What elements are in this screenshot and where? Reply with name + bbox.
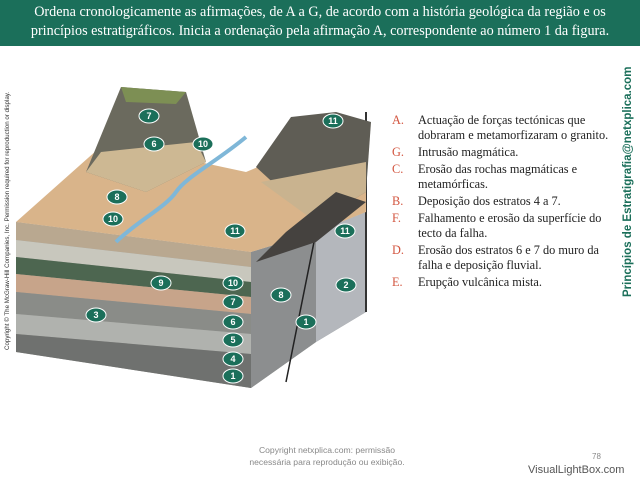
statement-letter: D. — [392, 243, 404, 257]
statement-text: Erosão das rochas magmáticas e metamórfi… — [418, 162, 578, 191]
svg-text:3: 3 — [93, 310, 98, 320]
svg-text:11: 11 — [230, 226, 240, 236]
svg-text:6: 6 — [151, 139, 156, 149]
svg-text:2: 2 — [343, 280, 348, 290]
label-8-right: 8 — [270, 287, 292, 303]
side-copyright: Copyright © The McGraw-Hill Companies, I… — [4, 91, 11, 350]
lava-flow — [256, 192, 366, 262]
river — [114, 135, 248, 244]
label-2-right: 2 — [335, 277, 357, 293]
label-6-top: 6 — [143, 136, 165, 152]
statement-text: Intrusão magmática. — [418, 145, 519, 159]
header-banner: Ordena cronologicamente as afirmações, d… — [0, 0, 640, 46]
svg-text:10: 10 — [228, 278, 238, 288]
footer-line-2: necessária para reprodução ou exibição. — [249, 457, 405, 467]
statement-letter: G. — [392, 145, 404, 159]
svg-text:7: 7 — [230, 297, 235, 307]
statement-a: A. Actuação de forças tectónicas que dobr… — [392, 113, 622, 143]
mesa-light-band — [86, 142, 206, 192]
footer-copyright: Copyright netxplica.com: permissão neces… — [222, 444, 432, 468]
label-10-left: 10 — [102, 211, 124, 227]
fault-line — [285, 231, 317, 383]
statement-text: Erupção vulcânica mista. — [418, 275, 542, 289]
instruction-text: Ordena cronologicamente as afirmações, d… — [30, 4, 610, 39]
mesa-top-green — [121, 87, 186, 104]
page-number: 78 — [592, 452, 601, 461]
label-3: 3 — [85, 307, 107, 323]
label-10-top: 10 — [192, 136, 214, 152]
stratum-10 — [16, 222, 251, 267]
svg-text:1: 1 — [303, 317, 308, 327]
label-1-front: 1 — [222, 368, 244, 384]
svg-text:11: 11 — [340, 226, 350, 236]
label-10-front: 10 — [222, 275, 244, 291]
geology-block-diagram: 7 6 10 11 8 10 11 11 9 3 10 7 6 5 4 1 8 … — [16, 87, 371, 388]
svg-text:9: 9 — [158, 278, 163, 288]
svg-text:10: 10 — [198, 139, 208, 149]
label-9: 9 — [150, 275, 172, 291]
label-8-left: 8 — [106, 189, 128, 205]
statement-b: B. Deposição dos estratos 4 a 7. — [392, 194, 622, 209]
statement-letter: B. — [392, 194, 404, 208]
label-6-front: 6 — [222, 314, 244, 330]
statement-letter: F. — [392, 211, 401, 225]
statement-letter: E. — [392, 275, 403, 289]
svg-text:8: 8 — [278, 290, 283, 300]
label-11-right: 11 — [334, 223, 356, 239]
svg-text:10: 10 — [108, 214, 118, 224]
label-5-front: 5 — [222, 332, 244, 348]
stratum-7 — [16, 257, 251, 297]
footer-line-1: Copyright netxplica.com: permissão — [258, 445, 396, 455]
svg-text:11: 11 — [328, 116, 338, 126]
statement-d: D. Erosão dos estratos 6 e 7 do muro da f… — [392, 243, 622, 273]
svg-text:8: 8 — [114, 192, 119, 202]
label-1-right: 1 — [295, 314, 317, 330]
statement-text: Actuação de forças tectónicas que dobrar… — [418, 113, 609, 142]
statement-text: Falhamento e erosão da superfície do tec… — [418, 211, 602, 240]
statement-c: C. Erosão das rochas magmáticas e metamór… — [392, 162, 622, 192]
side-link-text[interactable]: Princípios de Estratigrafia@netxplica.co… — [622, 66, 634, 297]
stratum-6 — [16, 274, 251, 314]
statement-letter: C. — [392, 162, 404, 176]
svg-text:4: 4 — [230, 354, 235, 364]
statement-text: Deposição dos estratos 4 a 7. — [418, 194, 561, 208]
label-7-front: 7 — [222, 294, 244, 310]
svg-text:7: 7 — [146, 111, 151, 121]
svg-text:1: 1 — [230, 371, 235, 381]
svg-text:6: 6 — [230, 317, 235, 327]
label-4-front: 4 — [222, 351, 244, 367]
svg-text:5: 5 — [230, 335, 235, 345]
statement-letter: A. — [392, 113, 404, 127]
stratum-4 — [16, 314, 251, 354]
label-11-mid: 11 — [224, 223, 246, 239]
watermark[interactable]: VisualLightBox.com — [528, 464, 625, 476]
statement-f: F. Falhamento e erosão da superfície do t… — [392, 211, 622, 241]
label-7-top: 7 — [138, 108, 160, 124]
statement-g: G. Intrusão magmática. — [392, 145, 622, 160]
label-11-peak: 11 — [322, 113, 344, 129]
statement-list: A. Actuação de forças tectónicas que dobr… — [392, 113, 622, 292]
stratum-9 — [16, 240, 251, 282]
stratum-3 — [16, 334, 251, 388]
statement-e: E. Erupção vulcânica mista. — [392, 275, 622, 290]
granite-block — [316, 212, 366, 342]
stratum-5 — [16, 292, 251, 334]
statement-text: Erosão dos estratos 6 e 7 do muro da fal… — [418, 243, 600, 272]
